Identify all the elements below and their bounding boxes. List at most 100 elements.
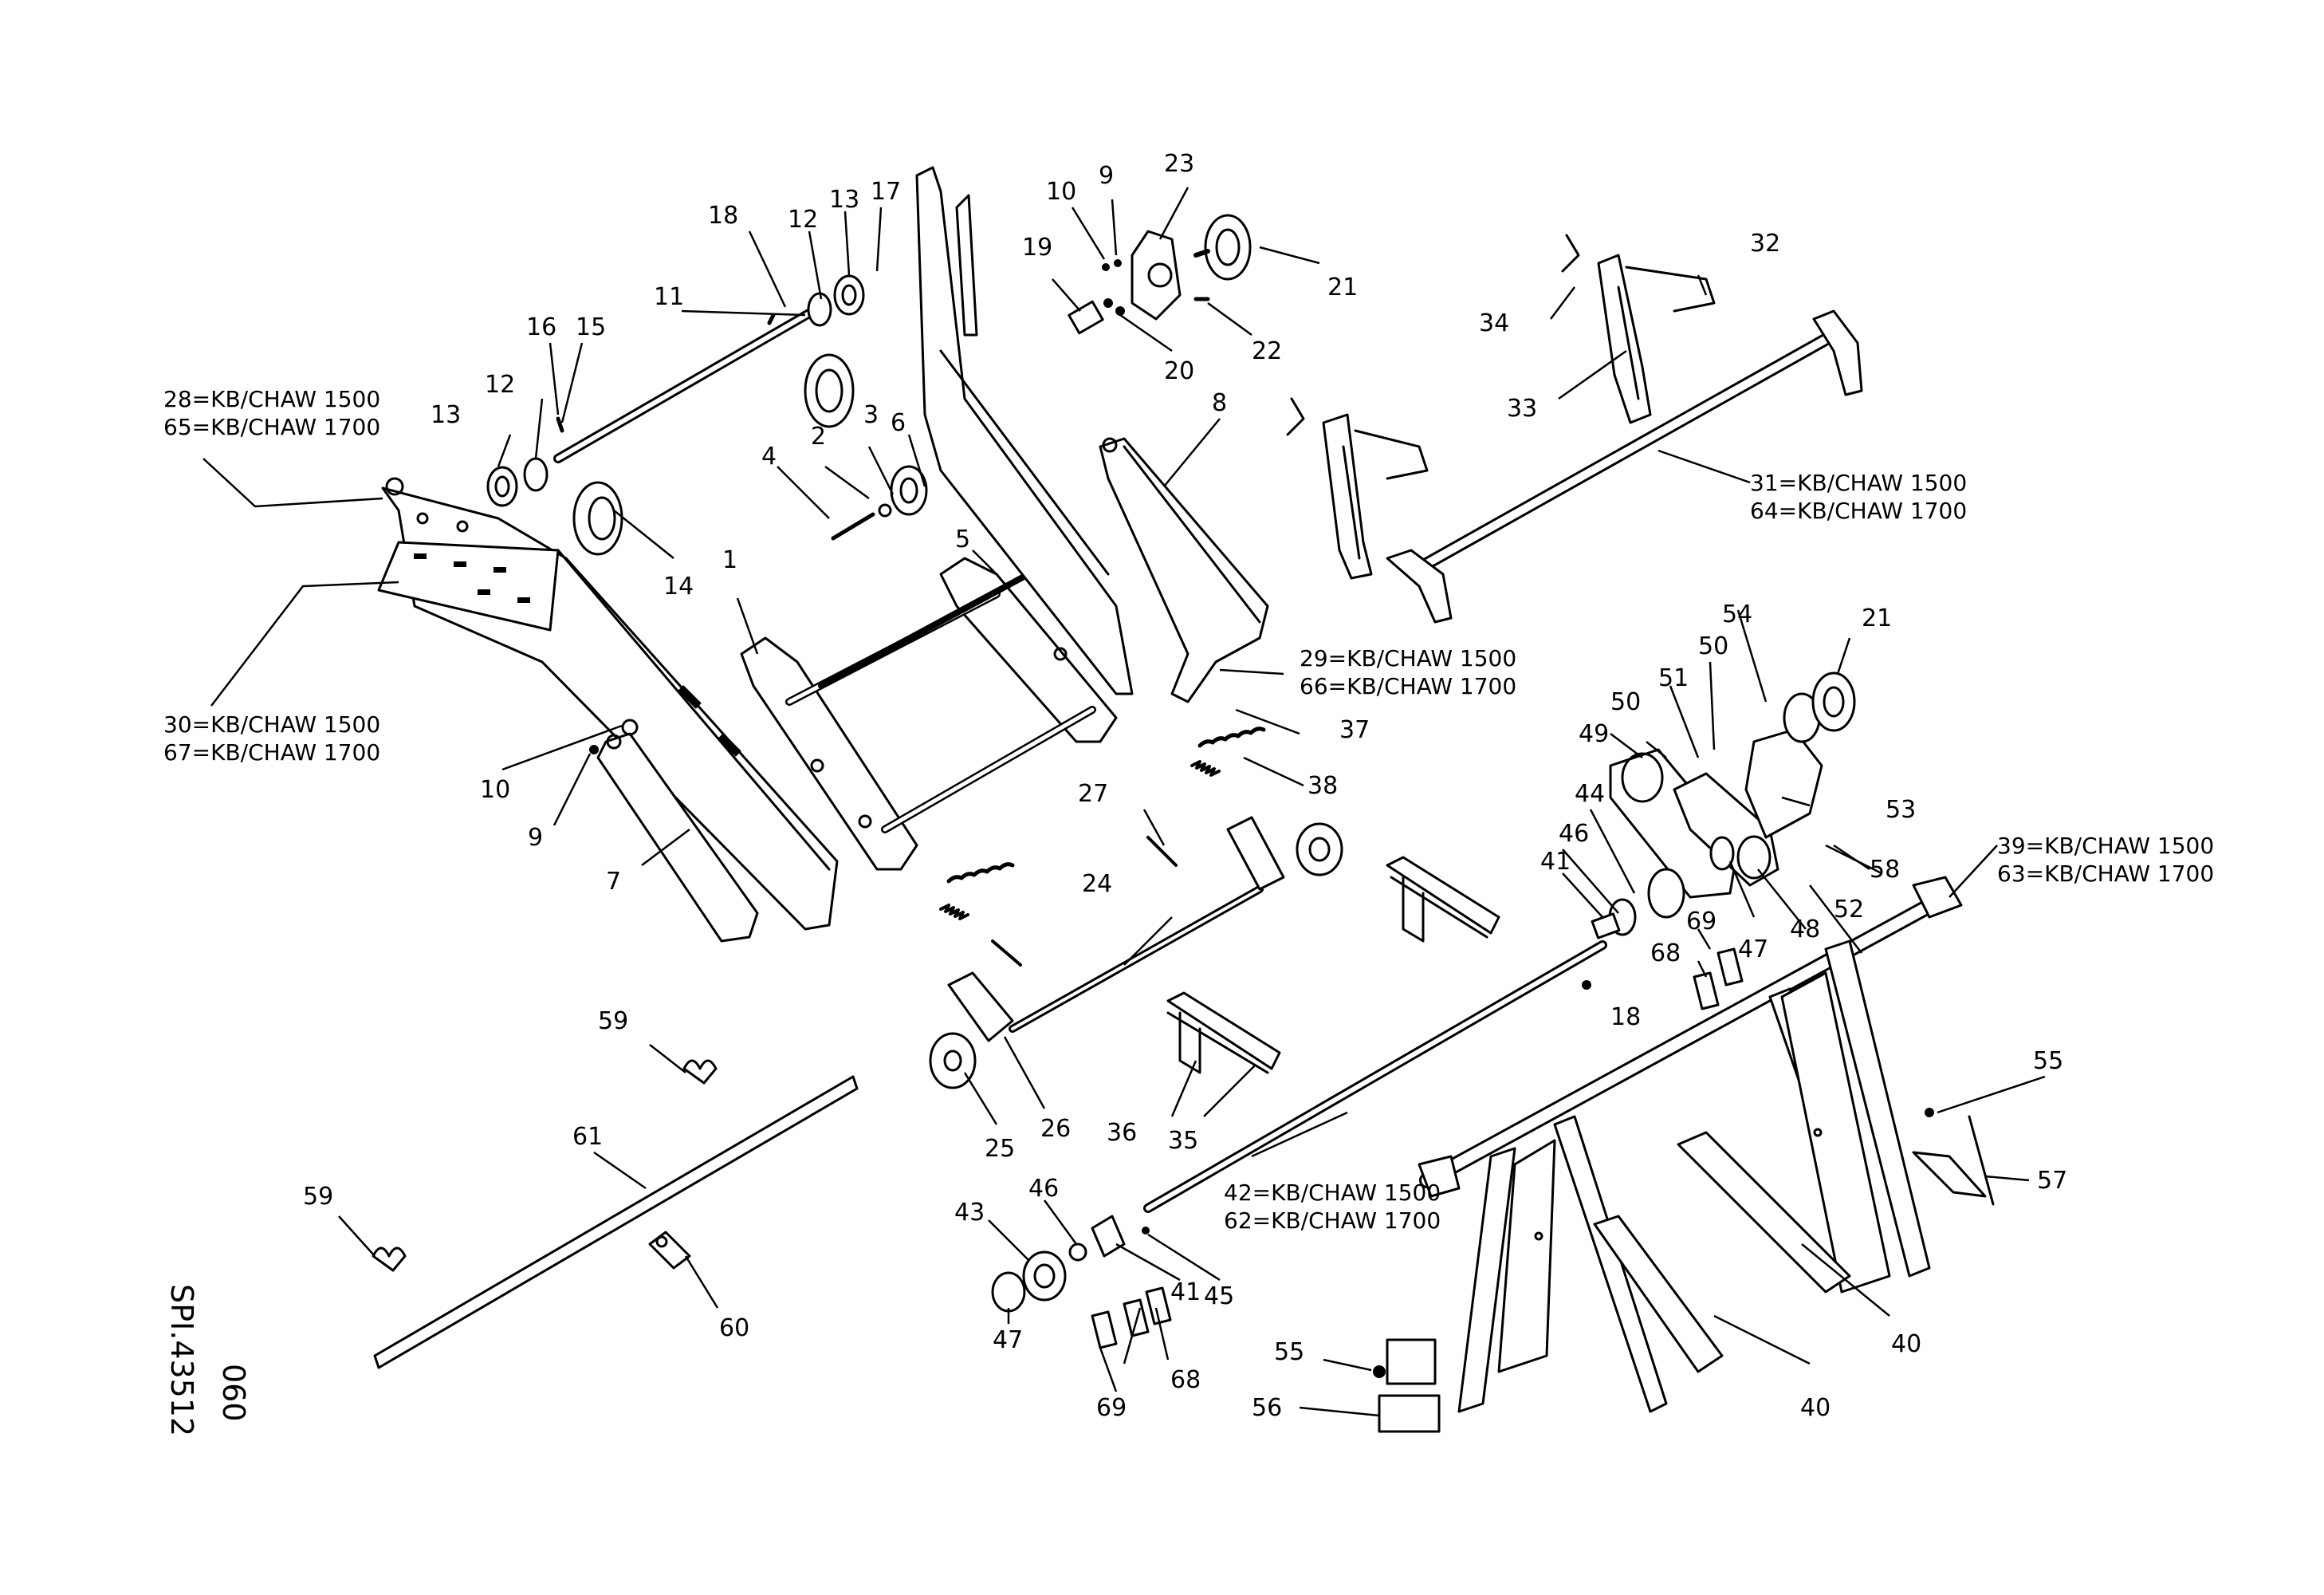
bracket-57 xyxy=(1912,1108,1995,1206)
callout-24: 24 xyxy=(1082,870,1112,898)
callout-53: 53 xyxy=(1886,796,1916,824)
callout-46-upper: 46 xyxy=(1559,820,1589,848)
callout-12-lower: 12 xyxy=(485,371,515,399)
callout-60: 60 xyxy=(719,1314,749,1342)
callout-7: 7 xyxy=(606,868,621,896)
callout-50-right: 50 xyxy=(1698,632,1728,660)
callout-56: 56 xyxy=(1252,1394,1282,1422)
clip-59-lower xyxy=(372,1246,407,1272)
callout-13-upper: 13 xyxy=(829,186,859,214)
callout-32: 32 xyxy=(1750,230,1780,258)
bearing-group-left xyxy=(486,274,928,556)
callout-52: 52 xyxy=(1834,896,1864,924)
callout-6: 6 xyxy=(891,409,906,437)
callout-19: 19 xyxy=(1022,234,1052,262)
callout-57: 57 xyxy=(2037,1167,2067,1195)
callout-labels: 1 2 3 4 5 6 7 8 9 9 10 10 11 12 12 13 13… xyxy=(303,150,2067,1422)
callout-5: 5 xyxy=(955,526,970,553)
variant-30-line1: 30=KB/CHAW 1500 xyxy=(163,711,380,738)
sheet-number: 060 xyxy=(216,1364,251,1422)
callout-37: 37 xyxy=(1339,716,1370,744)
guide-35 xyxy=(1166,991,1281,1074)
bracket-56 xyxy=(1373,1338,1441,1433)
callout-38: 38 xyxy=(1307,772,1338,800)
callout-61: 61 xyxy=(572,1123,603,1151)
callout-41-upper: 41 xyxy=(1540,848,1571,876)
variant-39-line2: 63=KB/CHAW 1700 xyxy=(1997,861,2214,887)
shaft-24 xyxy=(929,816,1343,1089)
callout-36: 36 xyxy=(1107,1119,1137,1147)
upper-bar-31 xyxy=(1386,309,1863,624)
bar-61 xyxy=(373,1075,859,1369)
callout-55-lower: 55 xyxy=(1274,1338,1304,1366)
callout-12-upper: 12 xyxy=(788,206,818,234)
callout-35: 35 xyxy=(1168,1127,1198,1155)
drawing-reference: SPI.43512 060 xyxy=(164,1284,251,1436)
callout-46-lower: 46 xyxy=(1028,1175,1059,1203)
callout-47-lower: 47 xyxy=(993,1326,1023,1354)
callout-51: 51 xyxy=(1658,664,1689,692)
callout-48: 48 xyxy=(1790,916,1820,943)
callout-68-upper: 68 xyxy=(1650,939,1681,967)
callout-1: 1 xyxy=(722,546,737,574)
callout-16: 16 xyxy=(526,313,556,341)
callout-69-upper: 69 xyxy=(1686,908,1716,935)
panel-40-lower xyxy=(1593,1215,1724,1373)
callout-49: 49 xyxy=(1579,720,1609,748)
variant-42-line1: 42=KB/CHAW 1500 xyxy=(1224,1180,1441,1206)
shaft-11 xyxy=(553,306,818,463)
panel-40-upper xyxy=(1677,1131,1851,1294)
callout-47-upper: 47 xyxy=(1738,935,1768,963)
callout-40-upper: 40 xyxy=(1891,1330,1921,1358)
callout-10-top: 10 xyxy=(1046,178,1076,206)
variant-31-line2: 64=KB/CHAW 1700 xyxy=(1750,498,1967,524)
callout-10-left: 10 xyxy=(480,776,510,804)
callout-15: 15 xyxy=(576,313,606,341)
callout-8: 8 xyxy=(1212,389,1227,417)
callout-58: 58 xyxy=(1870,856,1900,884)
callout-26: 26 xyxy=(1040,1115,1071,1143)
callout-59-upper: 59 xyxy=(598,1007,628,1035)
callout-2: 2 xyxy=(811,423,826,451)
brackets-68-69 xyxy=(1091,947,1744,1349)
callout-14: 14 xyxy=(663,573,694,601)
callout-20: 20 xyxy=(1164,357,1194,385)
variant-28-line2: 65=KB/CHAW 1700 xyxy=(163,414,380,440)
scraper-plate xyxy=(377,541,560,632)
callout-9-left: 9 xyxy=(528,824,543,852)
variant-31-line1: 31=KB/CHAW 1500 xyxy=(1750,470,1967,496)
variant-29-line2: 66=KB/CHAW 1700 xyxy=(1300,673,1516,699)
variant-29-line1: 29=KB/CHAW 1500 xyxy=(1300,645,1516,671)
callout-34: 34 xyxy=(1479,309,1509,337)
variant-28-line1: 28=KB/CHAW 1500 xyxy=(163,386,380,412)
callout-21-right: 21 xyxy=(1862,605,1892,632)
pins xyxy=(556,297,1591,990)
guide-upper xyxy=(1386,856,1500,943)
side-plate-6 xyxy=(915,166,1134,695)
tensioner-top xyxy=(1068,214,1252,335)
callout-69-lower: 69 xyxy=(1096,1394,1127,1422)
frame-1 xyxy=(740,557,1118,871)
callout-9-top: 9 xyxy=(1099,162,1114,190)
callout-27: 27 xyxy=(1078,780,1108,808)
variant-30-line2: 67=KB/CHAW 1700 xyxy=(163,739,380,766)
bearing-set-lower xyxy=(991,1215,1150,1313)
lower-shaft-42 xyxy=(1143,940,1607,1213)
callout-17: 17 xyxy=(871,178,901,206)
callout-25: 25 xyxy=(985,1135,1015,1163)
callout-22: 22 xyxy=(1252,337,1282,365)
drawing-number: SPI.43512 xyxy=(164,1284,199,1436)
channel-8 xyxy=(1099,437,1269,703)
callout-41-lower: 41 xyxy=(1170,1278,1201,1306)
callout-40-lower: 40 xyxy=(1800,1394,1830,1422)
main-frame-39 xyxy=(1418,876,1963,1413)
callout-18-upper: 18 xyxy=(708,202,738,230)
callout-68-lower: 68 xyxy=(1170,1366,1201,1394)
callout-21-top: 21 xyxy=(1327,274,1358,301)
belt-drive-housing xyxy=(1591,671,1856,939)
callout-23: 23 xyxy=(1164,150,1194,178)
washers-left xyxy=(589,719,639,754)
callout-11: 11 xyxy=(654,283,684,311)
callout-33: 33 xyxy=(1507,395,1537,423)
part-drawings xyxy=(372,166,1995,1433)
